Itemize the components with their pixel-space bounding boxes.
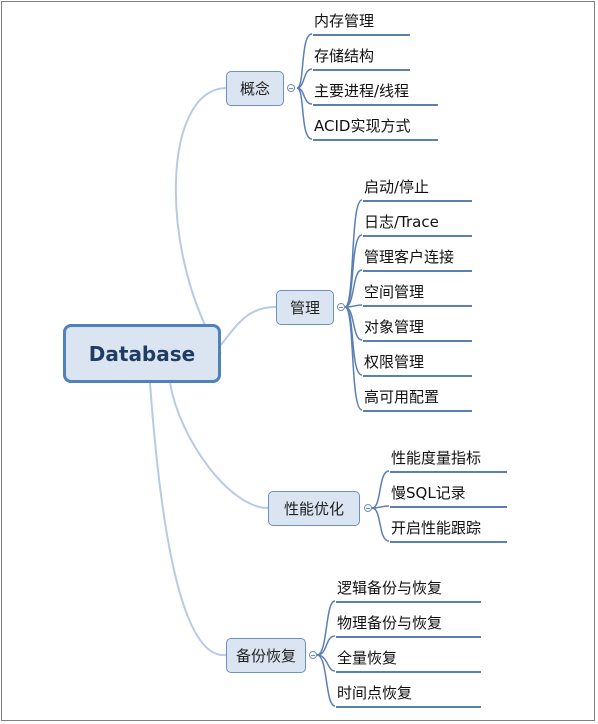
collapse-icon[interactable] <box>309 651 317 659</box>
leaf-storage-structure[interactable]: 存储结构 <box>313 45 410 71</box>
link-root-concept <box>174 87 227 355</box>
leaf-client-connections[interactable]: 管理客户连接 <box>363 246 472 272</box>
leaf-high-availability[interactable]: 高可用配置 <box>363 386 472 412</box>
leaf-acid-implementation[interactable]: ACID实现方式 <box>313 115 438 141</box>
leaf-log-trace[interactable]: 日志/Trace <box>363 211 472 237</box>
topic-concept[interactable]: 概念 <box>226 71 284 106</box>
topic-management[interactable]: 管理 <box>276 290 334 325</box>
leaf-memory-management[interactable]: 内存管理 <box>313 10 410 36</box>
collapse-icon[interactable] <box>287 84 295 92</box>
collapse-icon[interactable] <box>364 504 372 512</box>
leaf-logical-backup[interactable]: 逻辑备份与恢复 <box>336 577 481 603</box>
leaf-processes-threads[interactable]: 主要进程/线程 <box>313 80 438 106</box>
topic-backup-recovery[interactable]: 备份恢复 <box>226 638 306 673</box>
leaf-slow-sql-log[interactable]: 慢SQL记录 <box>390 482 507 508</box>
link-root-management <box>220 306 277 346</box>
leaf-physical-backup[interactable]: 物理备份与恢复 <box>336 612 481 638</box>
link-root-backup <box>149 382 227 657</box>
leaf-permission-management[interactable]: 权限管理 <box>363 351 472 377</box>
leaf-performance-metrics[interactable]: 性能度量指标 <box>390 447 507 473</box>
leaf-start-stop[interactable]: 启动/停止 <box>363 176 472 202</box>
leaf-full-recovery[interactable]: 全量恢复 <box>336 647 481 673</box>
root-topic[interactable]: Database <box>63 324 221 383</box>
topic-performance-tuning[interactable]: 性能优化 <box>268 491 360 526</box>
link-root-performance <box>169 382 269 509</box>
collapse-icon[interactable] <box>337 303 345 311</box>
leaf-enable-tracing[interactable]: 开启性能跟踪 <box>390 517 507 543</box>
leaf-space-management[interactable]: 空间管理 <box>363 281 472 307</box>
leaf-point-in-time-recovery[interactable]: 时间点恢复 <box>336 682 481 708</box>
leaf-object-management[interactable]: 对象管理 <box>363 316 472 342</box>
